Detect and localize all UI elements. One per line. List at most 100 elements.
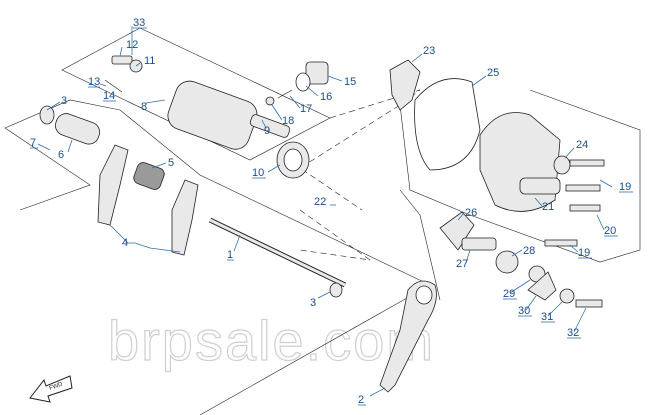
frame-cover-lower — [399, 189, 441, 301]
seal-24 — [553, 155, 571, 175]
leader-4a — [109, 224, 135, 244]
shift-fork-right — [171, 179, 199, 256]
leader-19b — [569, 244, 579, 253]
callout-7: 7 — [30, 137, 36, 149]
bolt-12 — [111, 55, 133, 65]
leader-30 — [525, 295, 537, 311]
callout-17: 17 — [300, 103, 312, 115]
leader-25 — [471, 75, 487, 87]
leader-3b — [317, 291, 331, 299]
leader-32 — [573, 307, 587, 333]
sleeve-6 — [55, 113, 101, 145]
leader-18 — [271, 104, 283, 121]
leader-6 — [67, 139, 73, 153]
bolt-20 — [569, 204, 601, 212]
bolt-19c — [544, 239, 578, 247]
fork-rod-1-inner — [209, 218, 346, 287]
callout-9: 9 — [264, 125, 270, 137]
callout-15: 15 — [344, 76, 356, 88]
leader-28 — [511, 249, 523, 257]
leader-15 — [327, 75, 343, 82]
spring-14 — [104, 79, 123, 93]
washer-31 — [559, 288, 575, 304]
leader-11 — [135, 62, 141, 67]
callout-29: 29 — [503, 288, 515, 300]
shift-drum — [167, 80, 258, 150]
leader-19a — [599, 179, 613, 188]
callout-23: 23 — [423, 45, 435, 57]
leader-24 — [564, 147, 575, 159]
callout-12: 12 — [126, 39, 138, 51]
callout-19-lower: 19 — [578, 247, 590, 259]
plate-30 — [527, 271, 557, 301]
leader-17 — [289, 95, 301, 109]
leader-27 — [465, 249, 471, 264]
callout-22: 22 — [314, 196, 326, 208]
callout-3-lower: 3 — [310, 297, 316, 309]
callout-2: 2 — [358, 394, 364, 406]
callout-19-upper: 19 — [619, 181, 631, 193]
parts-shift-forks — [39, 105, 437, 393]
callout-30: 30 — [518, 305, 530, 317]
frame-shift-drum — [61, 27, 331, 161]
watermark-text: brpsale.com — [108, 309, 435, 372]
leader-10 — [267, 164, 281, 173]
callout-28: 28 — [523, 245, 535, 257]
snap-ring-3 — [39, 105, 55, 125]
assembly-frames — [4, 27, 641, 415]
callout-25: 25 — [487, 67, 499, 79]
cover-boss-21 — [519, 177, 561, 195]
leader-16 — [305, 85, 319, 97]
gasket-25 — [414, 78, 481, 171]
frame-cover — [399, 89, 641, 263]
shaft-27 — [461, 237, 497, 251]
bolt-19b — [565, 184, 601, 192]
leader-8 — [145, 99, 166, 104]
callout-4: 4 — [122, 237, 128, 249]
leader-13 — [99, 83, 107, 87]
shift-lever-2-hole — [415, 285, 433, 305]
spring-5 — [133, 162, 165, 190]
callout-26: 26 — [465, 207, 477, 219]
leader-23 — [411, 53, 423, 63]
shift-segment-23 — [389, 59, 421, 111]
leader-12 — [119, 46, 123, 57]
leader-4b — [134, 242, 181, 253]
cover-21 — [479, 112, 561, 212]
bearing-10-bore — [283, 148, 303, 172]
callout-32: 32 — [567, 327, 579, 339]
shift-fork-left — [97, 144, 129, 226]
bracket-26 — [439, 211, 475, 251]
leader-1 — [233, 234, 241, 252]
frame-link-dash-a — [299, 89, 421, 211]
leader-7 — [37, 143, 51, 151]
leader-26 — [457, 212, 465, 221]
fwd-label: FWD — [49, 381, 65, 392]
shift-lever-2 — [379, 280, 437, 393]
parts-shift-drum — [104, 55, 329, 179]
leader-21 — [534, 197, 543, 207]
callout-18: 18 — [282, 115, 294, 127]
gear-28 — [495, 250, 519, 274]
callout-3-upper: 3 — [61, 95, 67, 107]
callout-16: 16 — [320, 91, 332, 103]
leader-5 — [151, 162, 167, 169]
callout-20: 20 — [604, 225, 616, 237]
callout-24: 24 — [576, 139, 588, 151]
callout-10: 10 — [252, 167, 264, 179]
shift-drum-shaft — [249, 114, 291, 138]
parts-cover — [389, 59, 605, 308]
callout-31: 31 — [541, 311, 553, 323]
callout-labels: 33 12 11 13 14 8 3 7 6 15 16 17 18 9 5 1… — [30, 17, 631, 406]
spring-17 — [277, 89, 293, 99]
leader-29 — [509, 279, 531, 294]
sleeve-15 — [305, 61, 329, 85]
bolt-19a — [569, 159, 605, 167]
callout-14: 14 — [103, 90, 115, 102]
callout-6: 6 — [58, 149, 64, 161]
callout-27: 27 — [456, 258, 468, 270]
callout-1: 1 — [227, 249, 233, 261]
callout-33: 33 — [133, 17, 145, 29]
snap-ring-3b — [329, 282, 343, 298]
